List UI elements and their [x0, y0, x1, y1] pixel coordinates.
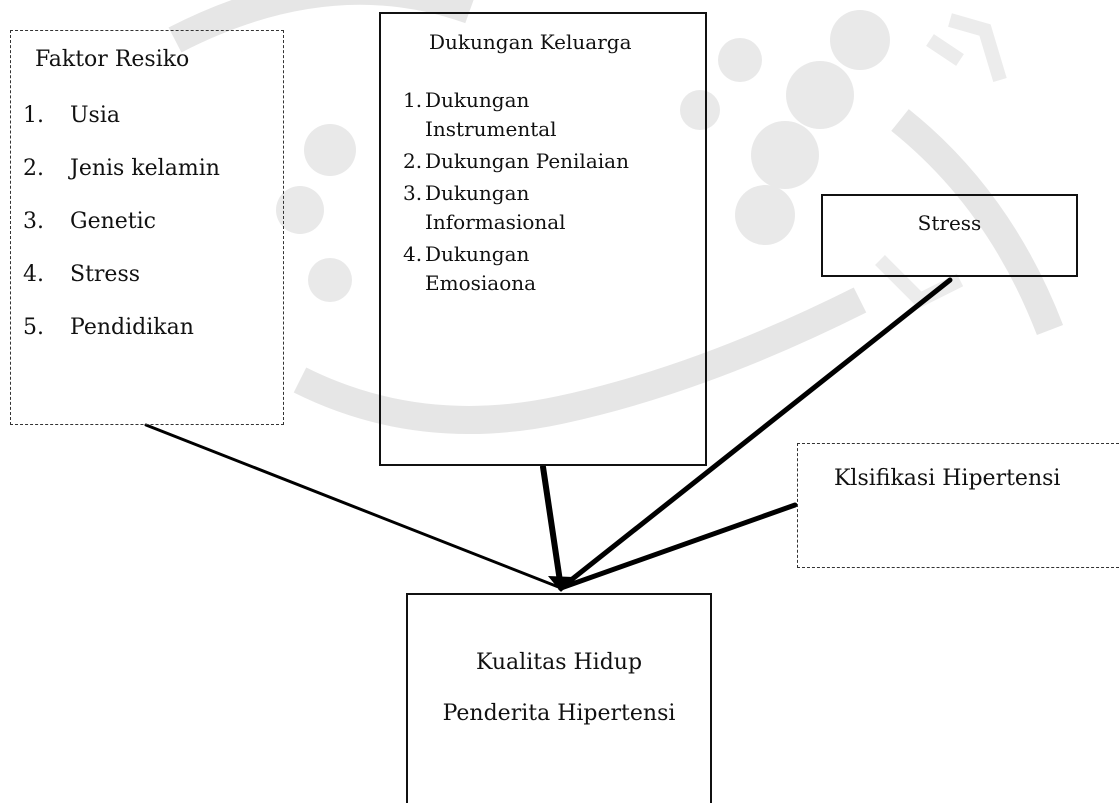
list-number: 2.: [403, 149, 423, 173]
kualitas-hidup-box: Kualitas Hidup Penderita Hipertensi: [406, 593, 712, 803]
list-text-line2: Emosiaona: [425, 271, 537, 295]
list-text-line1: Dukungan: [425, 88, 530, 112]
list-text-line1: Dukungan Penilaian: [425, 149, 629, 173]
dukungan-keluarga-list: 1. Dukungan Instrumental 2. Dukungan Pen…: [403, 86, 703, 301]
list-item: 1. Dukungan Instrumental: [403, 86, 703, 144]
list-item: 2. Jenis kelamin: [23, 156, 283, 209]
list-number: 1.: [23, 103, 44, 128]
list-item: 5. Pendidikan: [23, 315, 283, 368]
list-text-line2: Informasional: [425, 210, 566, 234]
dukungan-keluarga-title: Dukungan Keluarga: [429, 30, 632, 54]
list-item: 4. Dukungan Emosiaona: [403, 240, 703, 298]
arrow-faktor-to-kualitas: [144, 423, 563, 590]
list-text-line1: Dukungan: [425, 181, 530, 205]
kualitas-hidup-title: Kualitas Hidup: [475, 650, 643, 675]
list-number: 4.: [403, 242, 423, 266]
list-text: Usia: [70, 103, 120, 128]
list-number: 5.: [23, 315, 44, 340]
stress-title: Stress: [917, 211, 982, 235]
faktor-resiko-list: 1. Usia 2. Jenis kelamin 3. Genetic 4. S…: [23, 103, 283, 368]
arrow-dukungan-to-kualitas: [540, 464, 564, 591]
faktor-resiko-title: Faktor Resiko: [35, 47, 190, 72]
list-text: Jenis kelamin: [70, 156, 220, 181]
faktor-resiko-box: Faktor Resiko 1. Usia 2. Jenis kelamin 3…: [10, 30, 284, 425]
list-item: 2. Dukungan Penilaian: [403, 147, 703, 176]
list-text-line2: Instrumental: [425, 117, 557, 141]
list-item: 1. Usia: [23, 103, 283, 156]
arrow-klasifikasi-to-kualitas: [558, 502, 798, 591]
list-number: 3.: [23, 209, 44, 234]
list-text: Genetic: [70, 209, 156, 234]
list-text: Pendidikan: [70, 315, 194, 340]
list-item: 3. Dukungan Informasional: [403, 179, 703, 237]
list-item: 4. Stress: [23, 262, 283, 315]
arrowhead: [548, 576, 573, 592]
list-text-line1: Dukungan: [425, 242, 530, 266]
list-number: 2.: [23, 156, 44, 181]
arrow-stress-to-kualitas: [558, 277, 953, 591]
list-number: 3.: [403, 181, 423, 205]
stress-box: Stress: [821, 194, 1078, 277]
kualitas-hidup-subtitle: Penderita Hipertensi: [442, 701, 676, 726]
klasifikasi-hipertensi-box: Klsifikasi Hipertensi: [797, 443, 1119, 568]
klasifikasi-hipertensi-title: Klsifikasi Hipertensi: [834, 466, 1061, 491]
list-text: Stress: [70, 262, 141, 287]
dukungan-keluarga-box: Dukungan Keluarga 1. Dukungan Instrument…: [379, 12, 707, 466]
list-item: 3. Genetic: [23, 209, 283, 262]
list-number: 4.: [23, 262, 44, 287]
list-number: 1.: [403, 88, 423, 112]
